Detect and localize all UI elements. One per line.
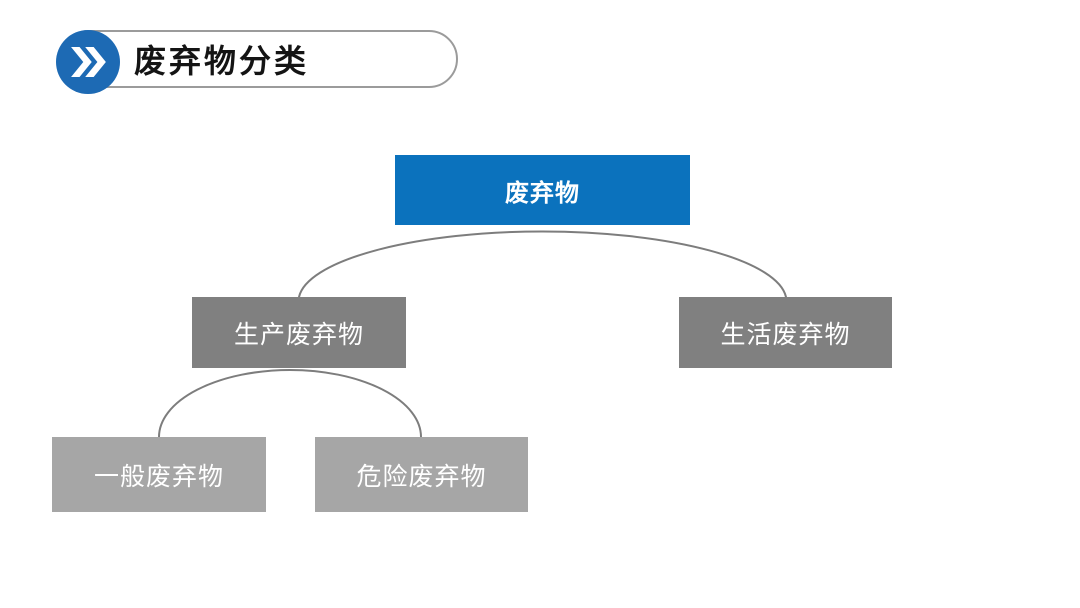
page-title: 废弃物分类	[134, 43, 310, 79]
node-waste: 废弃物	[395, 155, 690, 225]
node-general-waste: 一般废弃物	[52, 437, 266, 512]
title-pill: 废弃物分类	[60, 30, 458, 88]
node-domestic-waste: 生活废弃物	[679, 297, 892, 368]
chevron-badge	[56, 30, 120, 94]
arc-root-to-children	[298, 230, 787, 298]
arc-production-to-children	[158, 369, 422, 438]
node-hazardous-waste: 危险废弃物	[315, 437, 528, 512]
node-production-waste: 生产废弃物	[192, 297, 406, 368]
double-chevron-right-icon	[71, 46, 106, 78]
